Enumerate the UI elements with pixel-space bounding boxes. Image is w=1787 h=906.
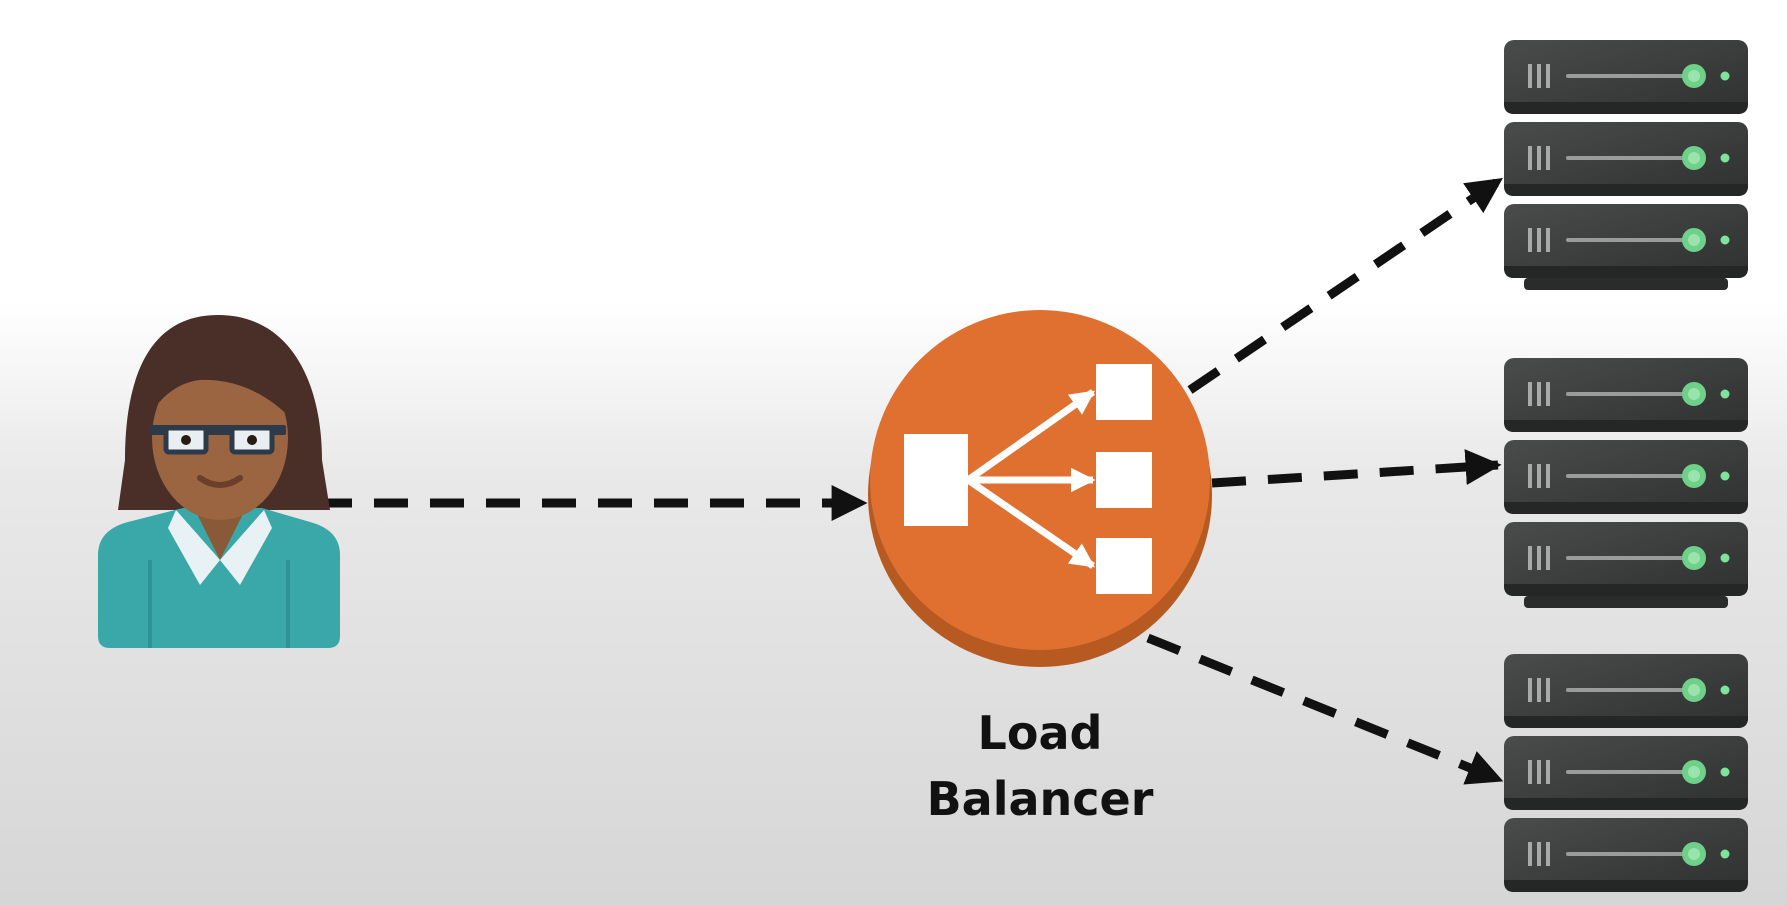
server-group-3 bbox=[1504, 654, 1748, 892]
server-rack-icon bbox=[1504, 358, 1748, 608]
arrow-load-balancer-to-server-group-3 bbox=[1146, 633, 1504, 785]
server-group-1 bbox=[1504, 40, 1748, 290]
server-rack-icon bbox=[1504, 654, 1748, 892]
arrow-load-balancer-to-server-group-2 bbox=[1211, 449, 1502, 488]
server-rack-icon bbox=[1504, 40, 1748, 290]
arrow-load-balancer-to-server-group-1 bbox=[1187, 176, 1503, 394]
user-woman-with-glasses-icon bbox=[98, 315, 340, 648]
load-balancer-icon bbox=[868, 310, 1212, 667]
server-group-2 bbox=[1504, 358, 1748, 608]
load-balancer-label: Load Balancer bbox=[880, 700, 1200, 832]
connections bbox=[318, 176, 1504, 785]
load-balancer-label-line-1: Load bbox=[977, 706, 1103, 760]
load-balancer-label-line-2: Balancer bbox=[926, 772, 1154, 826]
